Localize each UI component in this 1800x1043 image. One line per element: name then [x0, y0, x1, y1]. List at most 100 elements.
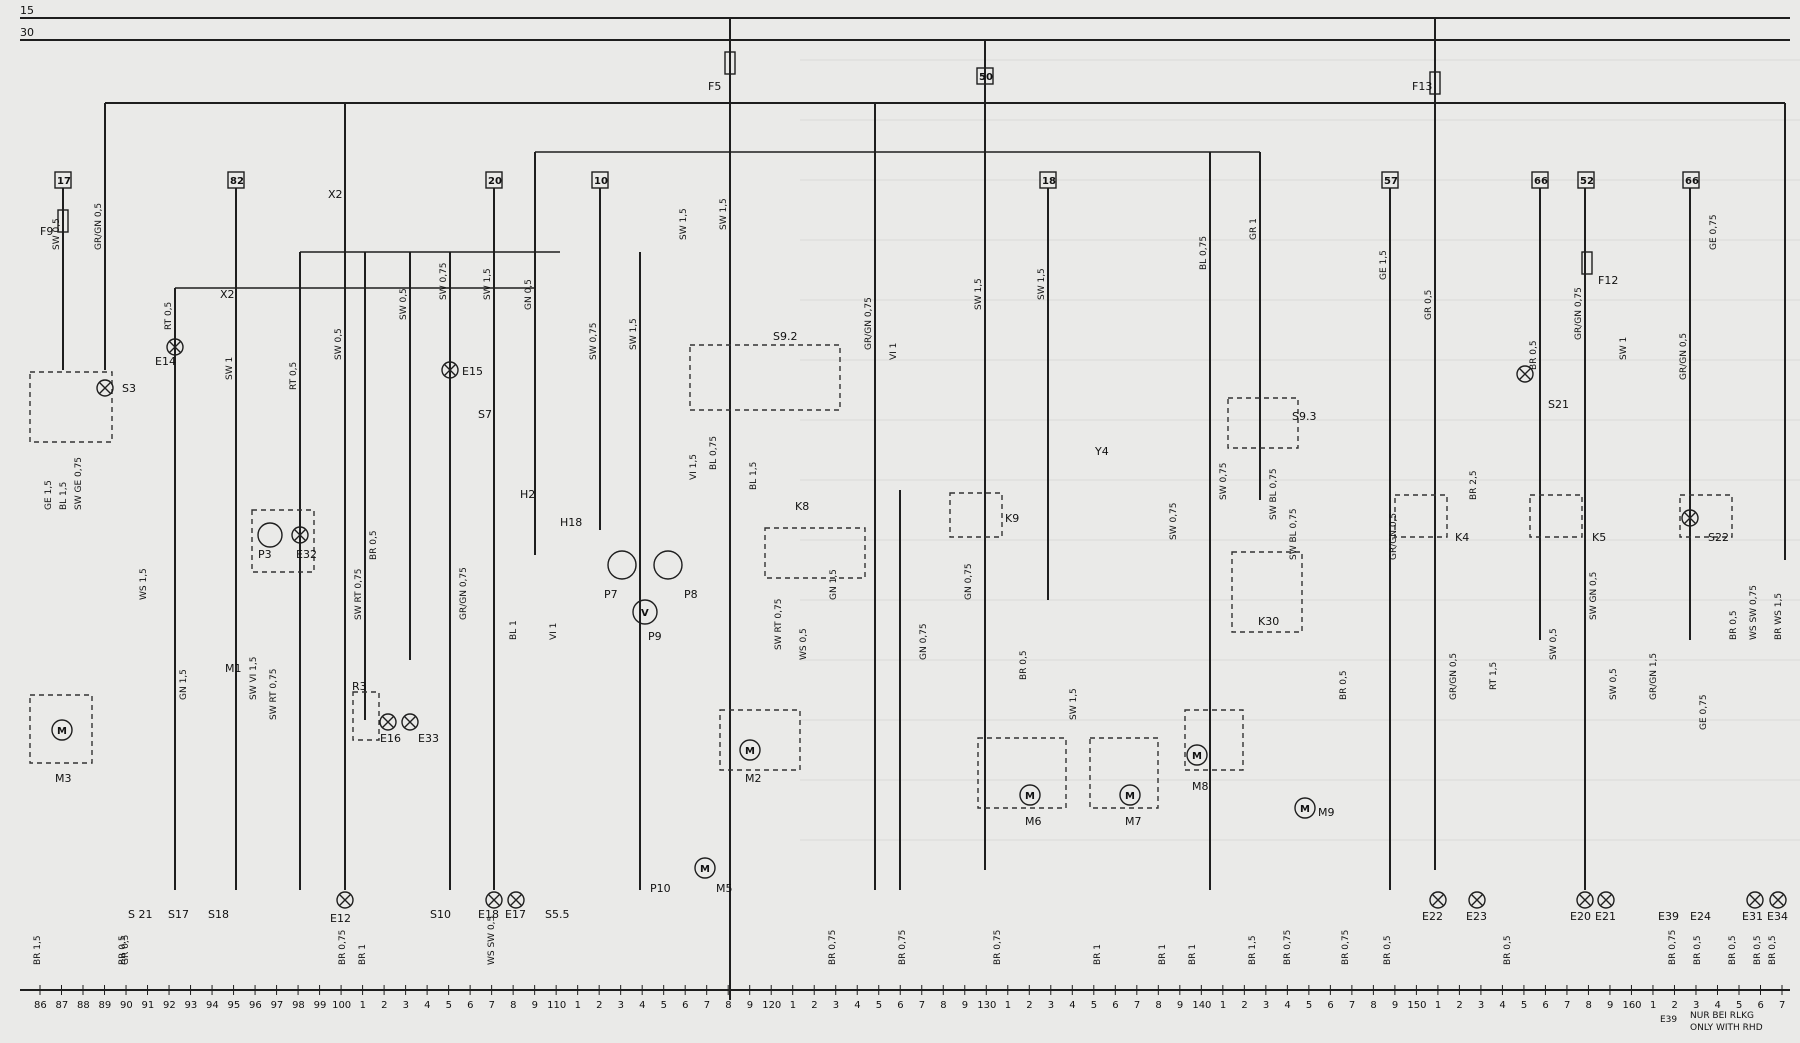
wire-color-label: BL 0,75 [1199, 236, 1209, 270]
bottom-number: 1 [1220, 1000, 1226, 1011]
wire-color-label: BR WS 1,5 [1774, 593, 1784, 640]
wire-color-label: RT 0,5 [289, 362, 299, 390]
bottom-number: 3 [1693, 1000, 1699, 1011]
wire-color-label: SW 1,5 [629, 318, 639, 350]
label-S7: S7 [478, 408, 492, 421]
wire-color-label: WS SW 0,75 [1749, 585, 1759, 640]
motor-icon: M [1119, 784, 1141, 806]
ground-wire-label: BR 0,75 [338, 930, 348, 965]
wire-color-label: GR/GN 0,5 [1679, 333, 1689, 380]
component-labels: S3 M3 E14 M1 P3 E32 E12 R3 E16 E33 E15 S… [55, 330, 1788, 925]
bottom-number: 110 [547, 1000, 566, 1011]
label-M8: M8 [1192, 780, 1209, 793]
label-M2: M2 [745, 772, 762, 785]
bottom-number: 6 [1112, 1000, 1118, 1011]
bottom-number: 8 [1370, 1000, 1376, 1011]
label-E32: E32 [296, 548, 317, 561]
bottom-number: 6 [1757, 1000, 1763, 1011]
ground-wire-label: BR 0,75 [1283, 930, 1293, 965]
wire-color-label: SW GE 0,75 [74, 457, 84, 510]
wire-color-label: GR 1 [1249, 218, 1259, 240]
label-S21b: S 21 [128, 908, 152, 921]
label-E23: E23 [1466, 910, 1487, 923]
label-M6: M6 [1025, 815, 1042, 828]
wire-color-label: BL 1,5 [59, 482, 69, 510]
bottom-number: 8 [1585, 1000, 1591, 1011]
lamp-icon [1576, 891, 1594, 909]
bottom-number: 4 [1069, 1000, 1075, 1011]
bottom-number: 3 [1263, 1000, 1269, 1011]
motor-icon: M [739, 739, 761, 761]
wire-color-label: SW 1,5 [1037, 268, 1047, 300]
lamps [96, 338, 1787, 909]
fuse-F12: F12 [1598, 274, 1618, 287]
wire-color-label: SW 1,5 [1069, 688, 1079, 720]
label-M9: M9 [1318, 806, 1335, 819]
lamp-icon [166, 338, 184, 356]
wire-color-label: GR 0,5 [1424, 290, 1434, 320]
label-E39: E39 [1658, 910, 1679, 923]
bottom-number: 6 [1542, 1000, 1548, 1011]
bottom-number: 93 [185, 1000, 198, 1011]
wire-color-label: GN 1,5 [179, 669, 189, 700]
lamp-icon [1516, 365, 1534, 383]
ground-wire-label: BR 0,75 [993, 930, 1003, 965]
ground-wire-label: BR 0,5 [1693, 935, 1703, 965]
svg-text:M: M [1300, 804, 1310, 815]
gauge-icon [607, 550, 637, 580]
ground-wire-label: BR 1 [358, 944, 368, 965]
fuse-tag-17: 17 [57, 176, 71, 187]
wire-color-label: GN 1,5 [829, 569, 839, 600]
label-P10: P10 [650, 882, 671, 895]
label-S3: S3 [122, 382, 136, 395]
bottom-number: 1 [790, 1000, 796, 1011]
bottom-number: 160 [1622, 1000, 1641, 1011]
ground-wire-label: BR 0,75 [898, 930, 908, 965]
bottom-number: 90 [120, 1000, 133, 1011]
connector-X2b: X2 [220, 288, 235, 301]
lamp-icon [507, 891, 525, 909]
ground-wire-label: BR 0,5 [118, 935, 128, 965]
bottom-number: 95 [228, 1000, 241, 1011]
label-M7: M7 [1125, 815, 1142, 828]
wire-color-label: SW 0,75 [439, 262, 449, 300]
power-bus: 15 30 [20, 4, 1790, 560]
wire-color-label: BL 0,75 [709, 436, 719, 470]
bottom-number: 8 [510, 1000, 516, 1011]
bus-label-30: 30 [20, 26, 34, 39]
bottom-number: 120 [762, 1000, 781, 1011]
wire-color-label: RT 0,5 [164, 302, 174, 330]
label-S10: S10 [430, 908, 451, 921]
wire-color-label: SW 0,75 [1169, 502, 1179, 540]
wire-color-label: BR 0,5 [1019, 650, 1029, 680]
footnote-line2: ONLY WITH RHD [1690, 1023, 1763, 1033]
bottom-number: 5 [446, 1000, 452, 1011]
wire-color-label: SW BL 0,75 [1289, 508, 1299, 560]
lamp-icon [1746, 891, 1764, 909]
wire-color-label: SW RT 0,75 [269, 669, 279, 720]
fuse-tag-50: 50 [979, 72, 993, 83]
label-K5: K5 [1592, 531, 1606, 544]
bottom-number: 2 [1456, 1000, 1462, 1011]
wire-color-label: WS 1,5 [139, 568, 149, 600]
connector-X2a: X2 [328, 188, 343, 201]
wire-color-label: VI 1 [549, 623, 559, 640]
gauge-icon [653, 550, 683, 580]
lamp-icon [336, 891, 354, 909]
bottom-number: 8 [725, 1000, 731, 1011]
bottom-number: 89 [99, 1000, 112, 1011]
wire-color-label: SW RT 0,75 [354, 569, 364, 620]
bottom-number: 5 [1521, 1000, 1527, 1011]
bottom-number: 130 [977, 1000, 996, 1011]
label-S17: S17 [168, 908, 189, 921]
label-E22: E22 [1422, 910, 1443, 923]
motor-icon: M [1186, 744, 1208, 766]
wire-color-label: GN 0,5 [524, 279, 534, 310]
wire-color-label: GE 1,5 [1379, 250, 1389, 280]
footnote: E39 NUR BEI RLKG ONLY WITH RHD [1660, 1011, 1763, 1033]
fuse-tag-18: 18 [1042, 176, 1056, 187]
motor-icon: M [51, 719, 73, 741]
bottom-number: 1 [575, 1000, 581, 1011]
